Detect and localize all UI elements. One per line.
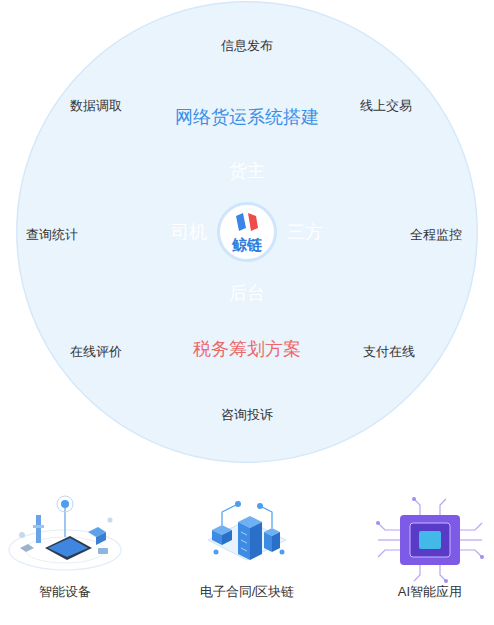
quadrant-label: 司机: [171, 222, 207, 244]
quadrant-label: 货主: [229, 161, 265, 183]
service-label: 信息发布: [221, 38, 273, 54]
quadrant-label: 后台: [229, 283, 265, 305]
ring-heading: 网络货运系统搭建: [175, 107, 319, 129]
ring-heading: 税务筹划方案: [193, 339, 301, 361]
service-label: 数据调取: [70, 98, 122, 114]
service-label: 在线评价: [70, 344, 122, 360]
illustration-caption: AI智能应用: [398, 584, 462, 600]
logo-circle: 鲸链: [217, 202, 277, 262]
circle-fill: [17, 2, 478, 463]
ai-chip-illustration: [376, 497, 484, 583]
quadrant-label: 三方: [287, 222, 323, 244]
smart-devices-illustration: [9, 496, 121, 570]
service-label: 咨询投诉: [221, 407, 273, 423]
service-label: 支付在线: [363, 344, 415, 360]
illustration-caption: 电子合同/区块链: [200, 584, 295, 600]
service-label: 查询统计: [26, 227, 78, 243]
circle-fill: [219, 204, 276, 261]
logo-icon: [236, 213, 258, 231]
service-label: 全程监控: [410, 227, 462, 243]
service-label: 线上交易: [360, 98, 412, 114]
illustration-caption: 智能设备: [39, 584, 91, 600]
blockchain-illustration: [208, 501, 286, 560]
logo-text: 鲸链: [232, 236, 262, 254]
outer-ring: 货主司机鲸链 三方后台 网络货运系统搭建税务筹划方案 信息发布数据调取 线上交易查询统计…: [16, 1, 478, 463]
